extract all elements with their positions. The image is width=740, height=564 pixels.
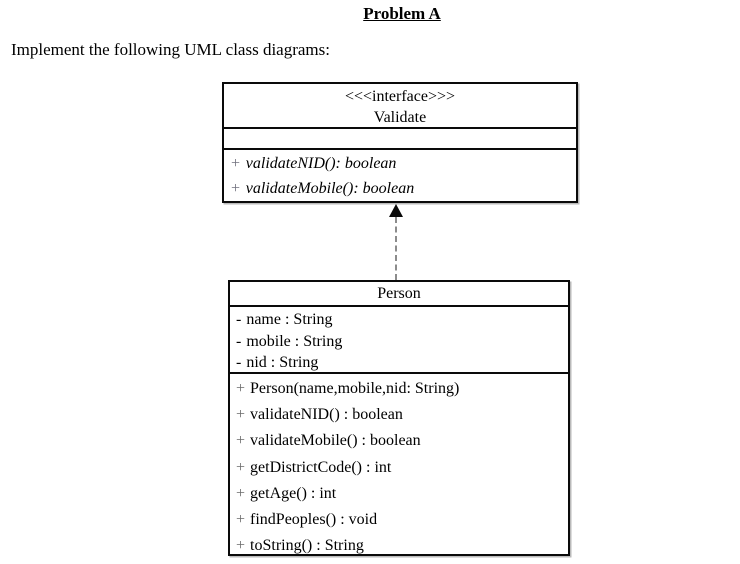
method-signature: validateMobile(): boolean [245, 179, 415, 197]
visibility-symbol: + [236, 511, 246, 529]
class-method-row: +validateNID() : boolean [230, 402, 568, 428]
validate-header: <<<interface>>> Validate [224, 84, 576, 129]
visibility-symbol: + [236, 432, 246, 450]
attribute-text: name : String [246, 311, 333, 328]
validate-attributes-section-empty [224, 129, 576, 150]
person-methods-section: +Person(name,mobile,nid: String) +valida… [230, 374, 568, 559]
page-title: Problem A [363, 4, 441, 23]
method-signature: validateNID() : boolean [250, 406, 403, 424]
class-attribute-row: -mobile : String [230, 331, 568, 353]
interface-method-row: +validateNID(): boolean [224, 152, 576, 177]
interface-method-row: +validateMobile(): boolean [224, 177, 576, 202]
interface-name: Validate [373, 109, 427, 126]
attribute-text: mobile : String [246, 332, 343, 350]
person-attributes-section: -name : String -mobile : String -nid : S… [230, 307, 568, 374]
visibility-symbol: - [236, 354, 242, 371]
visibility-symbol: + [236, 380, 246, 397]
class-attribute-row: -nid : String [230, 352, 568, 374]
attribute-text: nid : String [246, 354, 319, 371]
method-signature: validateNID(): boolean [245, 155, 397, 172]
method-signature: validateMobile() : boolean [250, 432, 421, 450]
visibility-symbol: + [236, 484, 246, 502]
method-signature: toString() : String [250, 537, 364, 555]
visibility-symbol: - [236, 332, 242, 350]
uml-class-box-person: Person -name : String -mobile : String -… [228, 280, 570, 556]
visibility-symbol: + [236, 537, 246, 555]
validate-methods-section: +validateNID(): boolean +validateMobile(… [224, 150, 576, 201]
class-method-row: +toString() : String [230, 533, 568, 559]
interface-stereotype: <<<interface>>> [344, 88, 456, 105]
method-signature: getDistrictCode() : int [250, 458, 392, 476]
class-name: Person [377, 285, 421, 302]
uml-interface-box-validate: <<<interface>>> Validate +validateNID():… [222, 82, 578, 203]
visibility-symbol: + [236, 458, 246, 476]
class-method-row: +Person(name,mobile,nid: String) [230, 376, 568, 402]
class-attribute-row: -name : String [230, 309, 568, 331]
class-method-row: +getDistrictCode() : int [230, 455, 568, 481]
visibility-symbol: + [230, 179, 241, 197]
realization-arrowhead-icon [389, 204, 403, 217]
intro-text: Implement the following UML class diagra… [11, 40, 330, 59]
class-method-row: +findPeoples() : void [230, 507, 568, 533]
class-method-row: +validateMobile() : boolean [230, 428, 568, 454]
person-header: Person [230, 282, 568, 307]
method-signature: findPeoples() : void [250, 511, 378, 529]
method-signature: Person(name,mobile,nid: String) [250, 380, 460, 397]
visibility-symbol: + [236, 406, 246, 424]
realization-dashed-line [395, 217, 397, 280]
visibility-symbol: + [230, 155, 241, 172]
class-method-row: +getAge() : int [230, 481, 568, 507]
visibility-symbol: - [236, 311, 242, 328]
method-signature: getAge() : int [250, 484, 337, 502]
